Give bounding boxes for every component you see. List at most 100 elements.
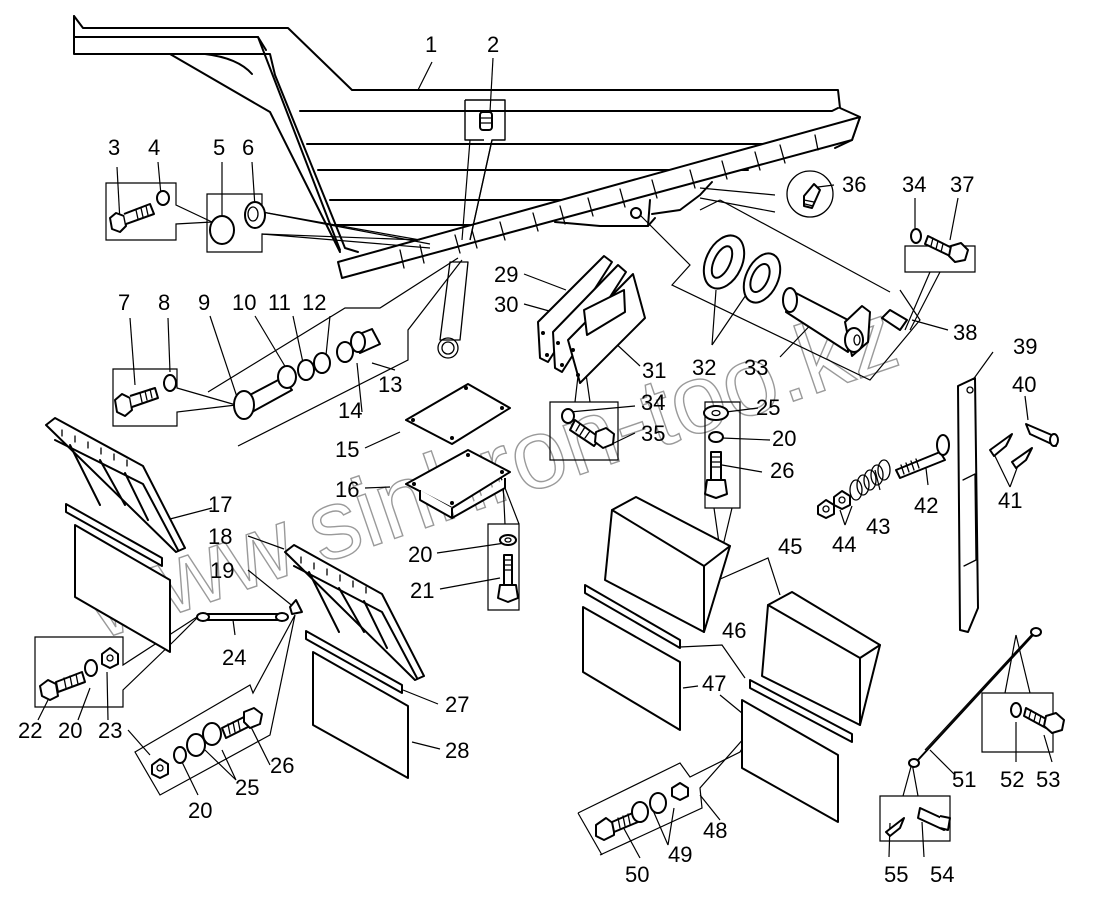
callout-40: 40	[1012, 372, 1036, 397]
part-cotter-pins-41	[989, 433, 1033, 469]
callout-11: 11	[268, 290, 291, 315]
part-lock-plate-38	[881, 309, 908, 331]
part-bolt-21-washer-20	[497, 534, 519, 603]
part-bolt-42	[895, 434, 950, 479]
part-pad-16	[405, 449, 511, 519]
callout-53: 53	[1036, 767, 1060, 792]
part-mud-guard-bracket-18	[284, 544, 425, 681]
callout-30: 30	[494, 292, 518, 317]
part-frame	[73, 15, 861, 279]
callout-45: 45	[778, 534, 802, 559]
part-nut-washers-25-20-bolt-26	[151, 707, 263, 779]
callout-50: 50	[625, 862, 649, 887]
callout-54: 54	[930, 862, 954, 887]
part-mud-flaps-47	[582, 606, 839, 823]
callout-5: 5	[213, 135, 225, 160]
part-grease-fitting-36	[786, 170, 834, 218]
part-pin-54-cotter-pin-55	[885, 807, 951, 837]
callout-21: 21	[410, 578, 434, 603]
part-cover-5	[209, 215, 235, 245]
callout-52: 52	[1000, 767, 1024, 792]
part-pin-9	[233, 377, 293, 420]
part-washer-52-bolt-53	[1010, 702, 1065, 734]
part-lock-washer-4	[156, 190, 170, 206]
callout-1: 1	[425, 32, 437, 57]
callout-31: 31	[642, 358, 666, 383]
callout-44: 44	[832, 532, 856, 557]
callout-25-lower: 25	[235, 775, 259, 800]
callout-20-left: 20	[58, 718, 82, 743]
callout-20-lower: 20	[188, 798, 212, 823]
part-bolt-7	[114, 387, 159, 417]
callout-39: 39	[1013, 334, 1037, 359]
callout-22: 22	[18, 718, 42, 743]
callout-18: 18	[208, 524, 232, 549]
part-washer-34-bolt-35	[561, 408, 615, 449]
part-cable-51	[908, 627, 1042, 768]
callout-25-upper: 25	[756, 395, 780, 420]
callout-20-center: 20	[772, 426, 796, 451]
callout-10: 10	[232, 290, 256, 315]
part-clip-19	[289, 599, 303, 615]
part-bolt-22-washer-20-nut-23	[39, 647, 119, 701]
callout-29: 29	[494, 262, 518, 287]
callout-12: 12	[302, 290, 326, 315]
callout-41: 41	[998, 488, 1022, 513]
callout-35: 35	[641, 421, 665, 446]
callout-9: 9	[198, 290, 210, 315]
part-washer-34-bolt-37	[910, 228, 969, 263]
part-seal-6	[244, 201, 266, 229]
callout-26-upper: 26	[770, 458, 794, 483]
callout-17: 17	[208, 492, 232, 517]
callout-19: 19	[210, 558, 234, 583]
callout-46: 46	[722, 618, 746, 643]
callout-49: 49	[668, 842, 692, 867]
callout-38: 38	[953, 320, 977, 345]
callout-20-upper: 20	[408, 542, 432, 567]
part-seals-32	[702, 234, 782, 304]
part-left-mud-flap-assembly	[65, 503, 171, 653]
callout-8: 8	[158, 290, 170, 315]
callout-13: 13	[378, 372, 402, 397]
part-hinge-pin-33	[782, 287, 871, 357]
callout-27: 27	[445, 692, 469, 717]
part-nuts-44	[817, 490, 851, 519]
part-strip-27-mud-flap-28	[305, 630, 409, 779]
callout-34-right: 34	[902, 172, 926, 197]
callout-15: 15	[335, 437, 359, 462]
callout-labels: 1 2 3 4 5 6 7 8 9 10 11 12 13 14 15 16 1…	[18, 32, 1060, 887]
callout-43: 43	[866, 514, 890, 539]
callout-37: 37	[950, 172, 974, 197]
callout-42: 42	[914, 493, 938, 518]
part-mud-guard-bracket-17	[45, 417, 186, 553]
callout-28: 28	[445, 738, 469, 763]
part-spring-43	[849, 459, 891, 501]
callout-14: 14	[338, 398, 362, 423]
callout-24: 24	[222, 645, 246, 670]
callout-48: 48	[703, 818, 727, 843]
part-bar-39	[957, 377, 979, 633]
part-bolt-3	[109, 203, 155, 233]
callout-3: 3	[108, 135, 120, 160]
callout-6: 6	[242, 135, 254, 160]
part-lock-washer-8	[163, 374, 177, 392]
callout-4: 4	[148, 135, 160, 160]
callout-36: 36	[842, 172, 866, 197]
callout-34-center: 34	[641, 390, 665, 415]
part-plate-15	[405, 383, 511, 445]
part-nut-48-washers-49-bolt-50	[595, 782, 689, 841]
callout-23: 23	[98, 718, 122, 743]
part-grease-fitting-2	[479, 111, 493, 131]
callout-2: 2	[487, 32, 499, 57]
callout-26-lower: 26	[270, 753, 294, 778]
callout-51: 51	[952, 767, 976, 792]
part-tie-rod-24	[196, 612, 289, 622]
part-rings-10-14	[277, 328, 381, 389]
callout-32: 32	[692, 355, 716, 380]
callout-7: 7	[118, 290, 130, 315]
part-mud-guards-45	[604, 496, 881, 726]
part-pin-40	[1025, 423, 1059, 447]
part-washer-25-20-bolt-26	[703, 405, 729, 499]
